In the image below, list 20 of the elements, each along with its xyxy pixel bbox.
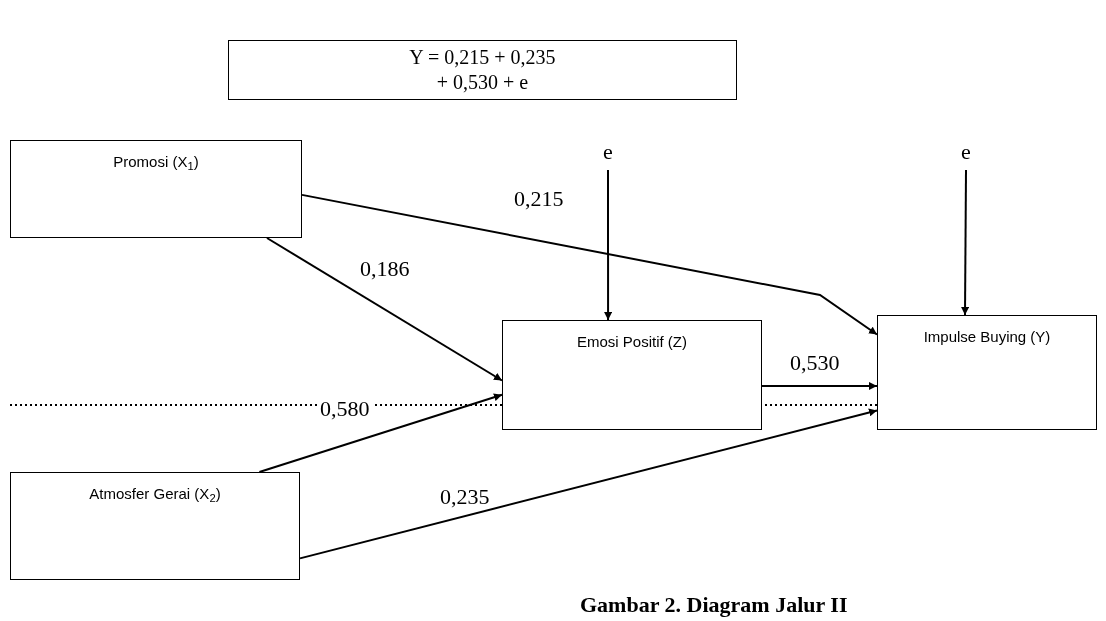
- arrow: [761, 381, 878, 390]
- box-label: Impulse Buying (Y): [923, 328, 1051, 347]
- equation-box: [228, 40, 737, 100]
- box-label: Atmosfer Gerai (X$_{2}$): [89, 485, 221, 504]
- arrow: [265, 237, 503, 382]
- box-label: Emosi Positif (Z): [577, 333, 687, 352]
- variable-box: [877, 315, 1097, 430]
- caption: Gambar 2. Diagram Jalur II: [580, 591, 848, 619]
- error-term: e: [597, 138, 619, 170]
- arrow: [301, 193, 878, 336]
- variable-box: [502, 320, 762, 430]
- arrow: [258, 393, 503, 473]
- arrow: [299, 408, 878, 560]
- arrow: [604, 169, 613, 321]
- variable-box: [10, 140, 302, 238]
- box-label: Y = 0,215 + 0,235 + 0,530 + e: [408, 45, 557, 95]
- arrow: [961, 169, 970, 316]
- box-label: Promosi (X$_{1}$): [113, 153, 199, 172]
- variable-box: [10, 472, 300, 580]
- error-term: e: [955, 138, 977, 170]
